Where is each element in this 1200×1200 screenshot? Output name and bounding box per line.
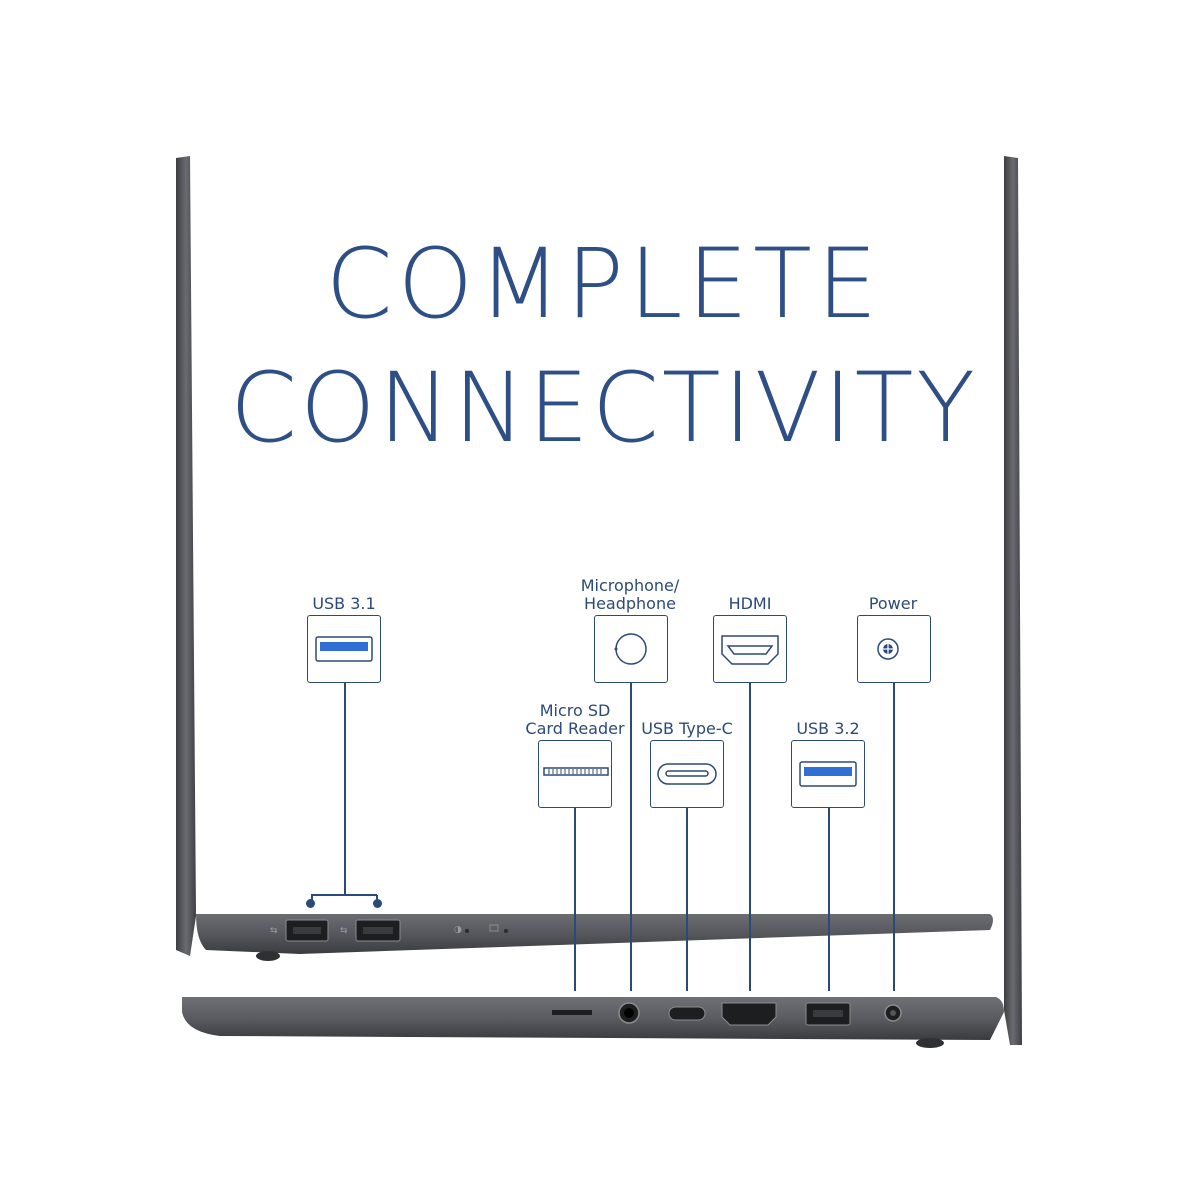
microsd-leader bbox=[574, 808, 576, 991]
hdmi-port bbox=[721, 1002, 777, 1026]
dc-power-icon bbox=[877, 638, 899, 660]
usb-a-icon bbox=[799, 761, 857, 787]
microsd-slot bbox=[552, 1010, 592, 1015]
mic-headphone-label-line2: Headphone bbox=[584, 594, 676, 613]
power-leader bbox=[893, 683, 895, 991]
usbc-callout-box bbox=[650, 740, 724, 808]
usb31-callout-box bbox=[307, 615, 381, 683]
usb32-callout-box bbox=[791, 740, 865, 808]
headline-line-1: COMPLETE bbox=[325, 228, 883, 340]
microsd-label-line2: Card Reader bbox=[525, 719, 625, 738]
svg-text:⇆: ⇆ bbox=[270, 926, 278, 936]
hdmi-leader bbox=[749, 683, 751, 991]
usb32-leader bbox=[828, 808, 830, 991]
microsd-label-line1: Micro SD bbox=[539, 701, 611, 720]
left-lid-edge bbox=[176, 156, 196, 956]
lower-base-body bbox=[182, 997, 1004, 1040]
usb-a-icon bbox=[315, 636, 373, 662]
headline-line-2: CONNECTIVITY bbox=[229, 352, 979, 464]
mic-headphone-label-line1: Microphone/ bbox=[580, 576, 680, 595]
usbc-label: USB Type-C bbox=[641, 719, 733, 738]
mic-headphone-leader bbox=[630, 683, 632, 991]
usb31-bracket bbox=[311, 894, 377, 896]
hdmi-icon bbox=[721, 635, 779, 665]
hdmi-callout-box bbox=[713, 615, 787, 683]
audio-jack-icon bbox=[614, 633, 647, 665]
right-lid-edge bbox=[1004, 156, 1022, 1045]
usb31-leader bbox=[344, 683, 346, 895]
svg-text:⇆: ⇆ bbox=[340, 926, 348, 936]
power-callout-box bbox=[857, 615, 931, 683]
mic-headphone-callout-box bbox=[594, 615, 668, 683]
usb32-label: USB 3.2 bbox=[796, 719, 860, 738]
hdmi-label: HDMI bbox=[728, 594, 772, 613]
usb31-label: USB 3.1 bbox=[312, 594, 376, 613]
usb-c-icon bbox=[657, 763, 717, 785]
usbc-port bbox=[668, 1006, 706, 1021]
sd-card-icon bbox=[543, 767, 609, 776]
usb31-dot-2 bbox=[373, 899, 382, 908]
svg-text:◑: ◑ bbox=[454, 925, 462, 935]
usb31-dot-1 bbox=[306, 899, 315, 908]
power-label: Power bbox=[868, 594, 918, 613]
usbc-leader bbox=[686, 808, 688, 991]
microsd-callout-box bbox=[538, 740, 612, 808]
